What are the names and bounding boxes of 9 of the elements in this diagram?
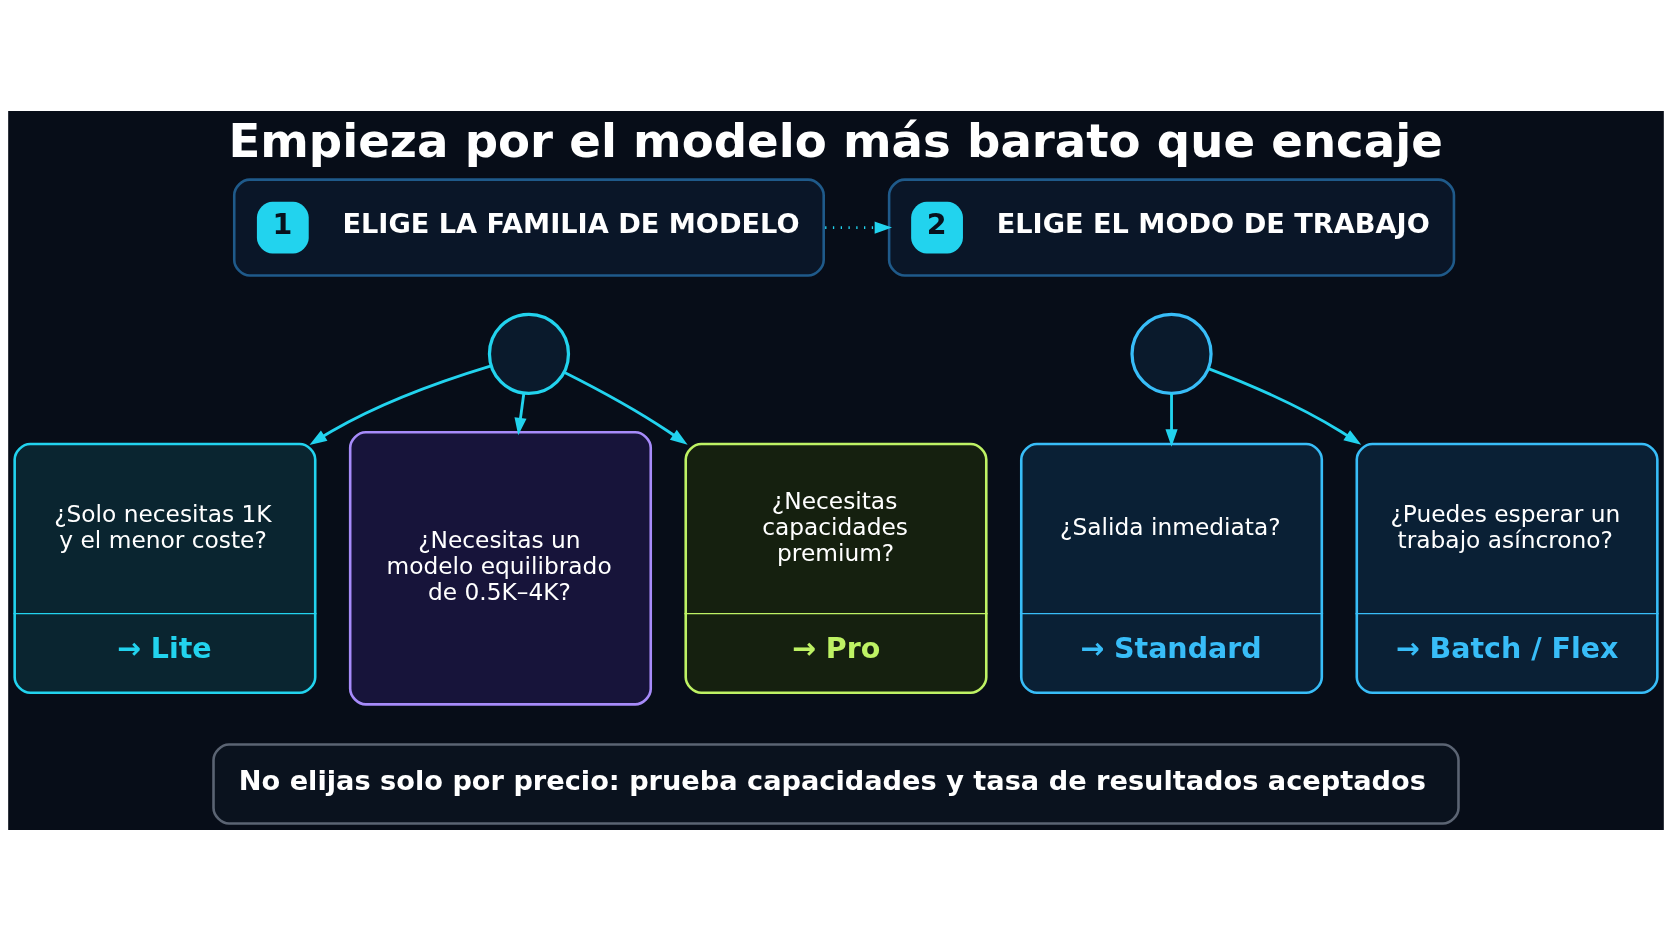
node-circle <box>487 312 571 396</box>
arrow <box>825 221 893 234</box>
arrow <box>1165 393 1178 447</box>
arrow <box>1207 367 1362 445</box>
diagram-title: Empieza por el modelo más barato que encaje <box>228 114 1443 169</box>
arrow <box>514 393 527 436</box>
arrow <box>309 364 492 445</box>
arrow <box>563 370 688 445</box>
node-circle <box>1130 312 1213 396</box>
